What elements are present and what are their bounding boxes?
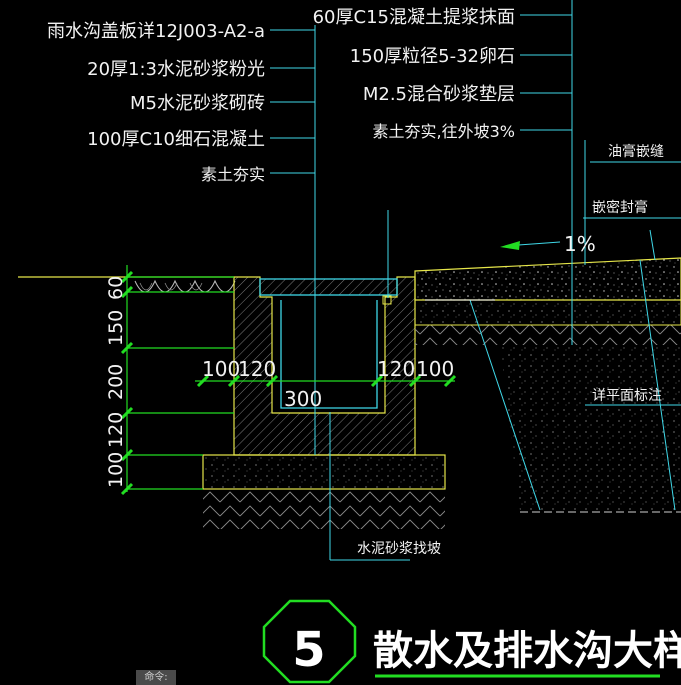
- dim-120: 120: [105, 412, 127, 448]
- label-concrete-surface: 60厚C15混凝土提浆抹面: [313, 7, 515, 28]
- label-sealant: 嵌密封膏: [592, 199, 648, 216]
- dim-right-100: 100: [416, 357, 454, 381]
- label-slope-mortar: 水泥砂浆找坡: [357, 541, 441, 557]
- dim-150: 150: [105, 310, 127, 346]
- grass-symbols: [134, 279, 236, 293]
- dim-100: 100: [105, 452, 127, 488]
- label-asphalt-joint: 油膏嵌缝: [608, 143, 664, 160]
- label-fine-concrete: 100厚C10细石混凝土: [87, 129, 265, 150]
- slope-arrow-icon: [500, 241, 520, 250]
- right-labels: 60厚C15混凝土提浆抹面 150厚粒径5-32卵石 M2.5混合砂浆垫层 素土…: [313, 7, 515, 141]
- label-mortar-cushion: M2.5混合砂浆垫层: [363, 84, 515, 105]
- side-labels: 油膏嵌缝 嵌密封膏 1% 详平面标注 水泥砂浆找坡: [357, 143, 664, 557]
- label-mortar-finish: 20厚1:3水泥砂浆粉光: [87, 59, 265, 80]
- title-block: 5 散水及排水沟大样: [262, 599, 681, 684]
- structure: [18, 229, 681, 529]
- label-pebble-layer: 150厚粒径5-32卵石: [350, 46, 515, 67]
- label-brick-masonry: M5水泥砂浆砌砖: [130, 93, 265, 114]
- channel-plaster-line: [280, 300, 378, 409]
- compacted-soil: [203, 489, 445, 529]
- detail-title: 散水及排水沟大样: [373, 628, 681, 674]
- vertical-dimension-text: 60 150 200 120 100: [105, 276, 127, 488]
- label-cover-plate: 雨水沟盖板详12J003-A2-a: [47, 21, 265, 42]
- label-slope: 1%: [564, 232, 596, 256]
- horizontal-dimension-text: 100 120 120 100 300: [202, 357, 454, 411]
- concrete-base: [202, 454, 446, 490]
- dim-60: 60: [105, 276, 127, 300]
- apron-layers: [414, 229, 681, 513]
- detail-number: 5: [292, 622, 325, 678]
- dim-200: 200: [105, 364, 127, 400]
- left-labels: 雨水沟盖板详12J003-A2-a 20厚1:3水泥砂浆粉光 M5水泥砂浆砌砖 …: [47, 21, 265, 184]
- cover-plate: [259, 278, 398, 296]
- command-line[interactable]: 命令:: [136, 670, 176, 685]
- dim-channel-width: 300: [284, 387, 322, 411]
- detail-number-octagon: [262, 599, 357, 684]
- label-rammed-soil-left: 素土夯实: [201, 165, 265, 184]
- dimension-ticks: [120, 270, 457, 496]
- dim-right-120: 120: [377, 357, 415, 381]
- dim-left-120: 120: [238, 357, 276, 381]
- leader-lines: [270, 0, 681, 561]
- dim-left-100: 100: [202, 357, 240, 381]
- label-elevation: 详平面标注: [592, 388, 662, 404]
- label-rammed-soil-right: 素土夯实,往外坡3%: [373, 122, 515, 141]
